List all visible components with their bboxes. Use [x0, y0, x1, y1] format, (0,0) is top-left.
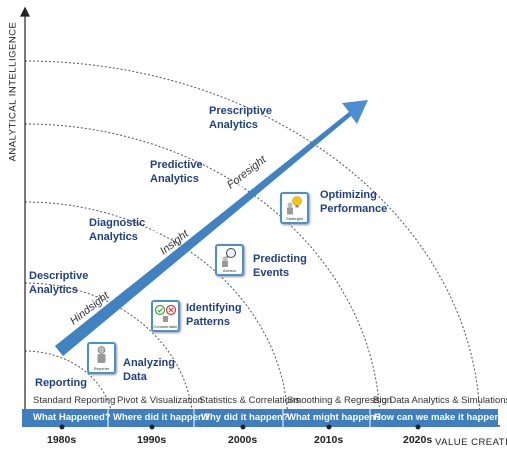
decade-2010s: 2010s	[314, 434, 344, 446]
decade-2020s: 2020s	[403, 434, 433, 446]
band-dividers	[107, 409, 371, 427]
stage-predicting-events: Predicting Events	[253, 253, 307, 279]
level-diagnostic-analytics: Diagnostic Analytics	[89, 217, 146, 243]
question-where-did-it-happen: Where did it happen?	[113, 412, 210, 423]
reporter-caption: Reporter	[93, 366, 110, 371]
question-how-can-we-make-it-happen: How can we make it happen?	[374, 412, 506, 423]
arc-5	[24, 60, 481, 427]
magnifier-figure-icon	[222, 248, 236, 267]
x-axis-label: VALUE CREATION	[435, 437, 507, 448]
check-cross-icon	[154, 304, 177, 322]
level-descriptive-analytics: Descriptive Analytics	[29, 270, 89, 296]
commentator-card: Commentator	[151, 300, 180, 332]
level-predictive-analytics: Predictive Analytics	[150, 159, 203, 185]
advisor-caption: Advisor	[222, 268, 237, 273]
level-prescriptive-analytics: Prescriptive Analytics	[209, 105, 272, 131]
advisor-card: Advisor	[215, 244, 244, 276]
y-axis-arrowhead	[20, 6, 30, 17]
question-band	[22, 409, 498, 427]
stage-reporting: Reporting	[35, 377, 87, 389]
question-what-happened: What Happened?	[33, 412, 111, 423]
decade-ticks	[59, 424, 421, 430]
strategist-card: Strategist	[280, 192, 309, 224]
decade-1990s: 1990s	[137, 434, 167, 446]
technique-big-data: Big Data Analytics & Simulations	[373, 395, 507, 406]
commentator-caption: Commentator	[153, 324, 178, 329]
question-why-did-it-happen: Why did it happen?	[201, 412, 289, 423]
decade-2000s: 2000s	[228, 434, 258, 446]
stage-optimizing-performance: Optimizing Performance	[320, 189, 388, 215]
maturity-arrow	[55, 100, 368, 356]
technique-smoothing-regression: Smoothing & Regression	[287, 395, 393, 406]
reporter-card: Reporter	[87, 342, 116, 374]
technique-statistics-correlations: Statistics & Correlations	[199, 395, 300, 406]
decade-1980s: 1980s	[47, 434, 77, 446]
strategist-caption: Strategist	[286, 216, 303, 221]
question-what-might-happen: What might happen?	[287, 412, 381, 423]
technique-pivot-visualization: Pivot & Visualization	[117, 395, 203, 406]
reporter-figure-icon	[97, 346, 106, 363]
lightbulb-figure-icon	[287, 196, 302, 215]
y-axis-label: ANALYTICAL INTELLIGENCE	[7, 21, 19, 162]
stage-analyzing-data: Analyzing Data	[123, 357, 175, 383]
stage-identifying-patterns: Identifying Patterns	[186, 302, 242, 328]
technique-standard-reporting: Standard Reporting	[33, 395, 116, 406]
arc-3	[24, 201, 289, 427]
arc-2	[24, 282, 194, 427]
